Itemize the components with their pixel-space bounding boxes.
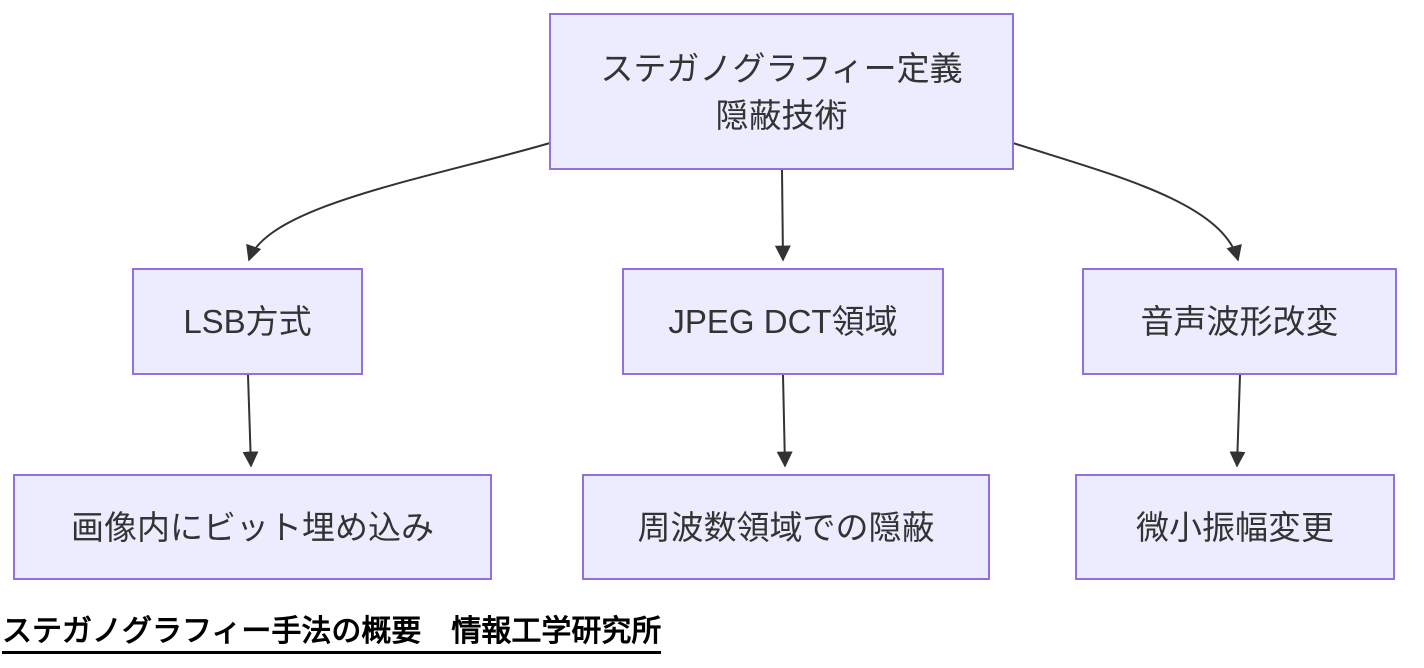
node-audio-detail: 微小振幅変更 (1075, 474, 1395, 580)
edge-root-lsb (246, 142, 551, 262)
edge-audio-detail (1229, 374, 1246, 468)
node-jpeg: JPEG DCT領域 (622, 268, 944, 375)
node-root: ステガノグラフィー定義 隠蔽技術 (549, 13, 1014, 170)
edge-root-jpeg (774, 169, 791, 262)
diagram-caption: ステガノグラフィー手法の概要 情報工学研究所 (2, 614, 662, 654)
edge-lsb-detail (242, 374, 259, 468)
node-lsb: LSB方式 (132, 268, 363, 375)
node-jpeg-detail: 周波数領域での隠蔽 (582, 474, 990, 580)
edge-jpeg-detail (776, 374, 793, 468)
node-lsb-detail: 画像内にビット埋め込み (13, 474, 492, 580)
edge-root-audio (1012, 142, 1242, 262)
diagram-caption-text: ステガノグラフィー手法の概要 情報工学研究所 (2, 614, 662, 654)
node-audio: 音声波形改変 (1082, 268, 1397, 375)
